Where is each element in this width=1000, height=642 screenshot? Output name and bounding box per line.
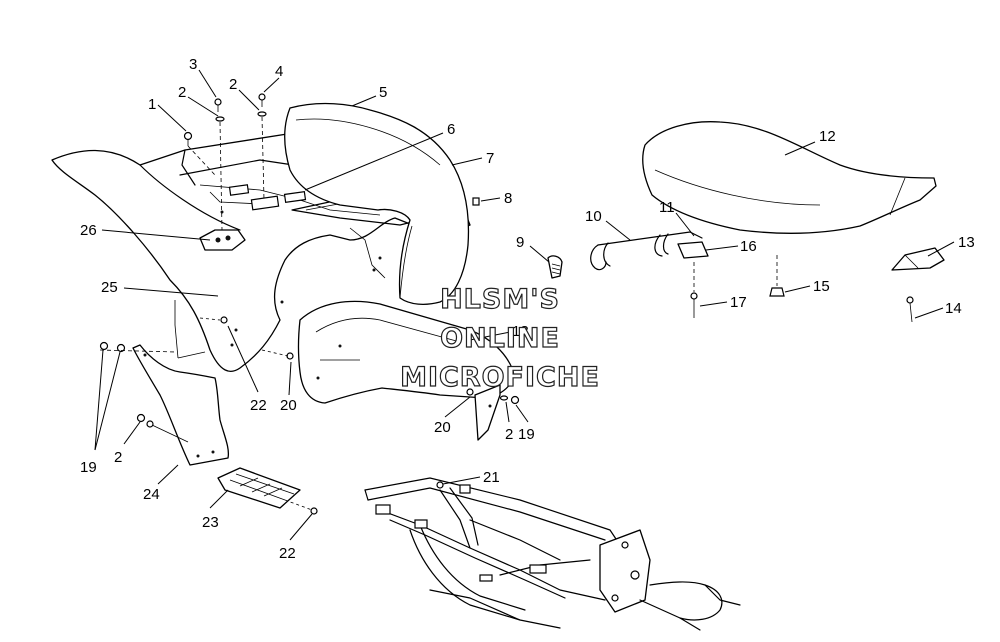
callout-7: 7 (486, 150, 494, 167)
callout-labels: 1 2 3 2 4 5 6 7 8 12 11 10 9 16 13 15 17… (80, 56, 975, 562)
callout-21: 21 (483, 469, 500, 486)
callout-22: 22 (279, 545, 296, 562)
callout-22: 22 (250, 397, 267, 414)
callout-9: 9 (516, 234, 524, 251)
callout-14: 14 (945, 300, 962, 317)
callout-6: 6 (447, 121, 455, 138)
callout-8: 8 (504, 190, 512, 207)
callout-3: 3 (189, 56, 197, 73)
side-panel-part (297, 300, 515, 441)
fasteners (99, 93, 914, 515)
watermark: HLSM'S ONLINE MICROFICHE (399, 283, 600, 393)
callout-10: 10 (585, 208, 602, 225)
watermark-line-1: HLSM'S (440, 284, 560, 315)
mud-flap-part (132, 344, 230, 466)
callout-23: 23 (202, 514, 219, 531)
callout-26: 26 (80, 222, 97, 239)
callout-20: 20 (434, 419, 451, 436)
callout-15: 15 (813, 278, 830, 295)
callout-2: 2 (178, 84, 186, 101)
callout-5: 5 (379, 84, 387, 101)
callout-19: 19 (80, 459, 97, 476)
callout-13: 13 (958, 234, 975, 251)
callout-25: 25 (101, 279, 118, 296)
callout-12: 12 (819, 128, 836, 145)
callout-1: 1 (148, 96, 156, 113)
callout-16: 16 (740, 238, 757, 255)
callout-24: 24 (143, 486, 160, 503)
callout-2: 2 (505, 426, 513, 443)
callout-11: 11 (659, 199, 675, 216)
leader-lines (94, 69, 955, 541)
seat-part (642, 121, 937, 235)
seat-bracket-part (891, 247, 945, 271)
callout-4: 4 (275, 63, 283, 80)
callout-17: 17 (730, 294, 747, 311)
callout-18: 18 (512, 323, 529, 340)
callout-20: 20 (280, 397, 297, 414)
callout-2: 2 (114, 449, 122, 466)
callout-2: 2 (229, 76, 237, 93)
callout-19: 19 (518, 426, 535, 443)
seat-latch-assembly (547, 231, 709, 279)
watermark-line-3: MICROFICHE (400, 362, 600, 393)
footrest-part (217, 467, 301, 509)
frame-part (364, 477, 741, 631)
bracket-26-part (199, 229, 246, 251)
watermark-line-2: ONLINE (440, 323, 560, 354)
seat-riser-panel-part (284, 102, 470, 305)
